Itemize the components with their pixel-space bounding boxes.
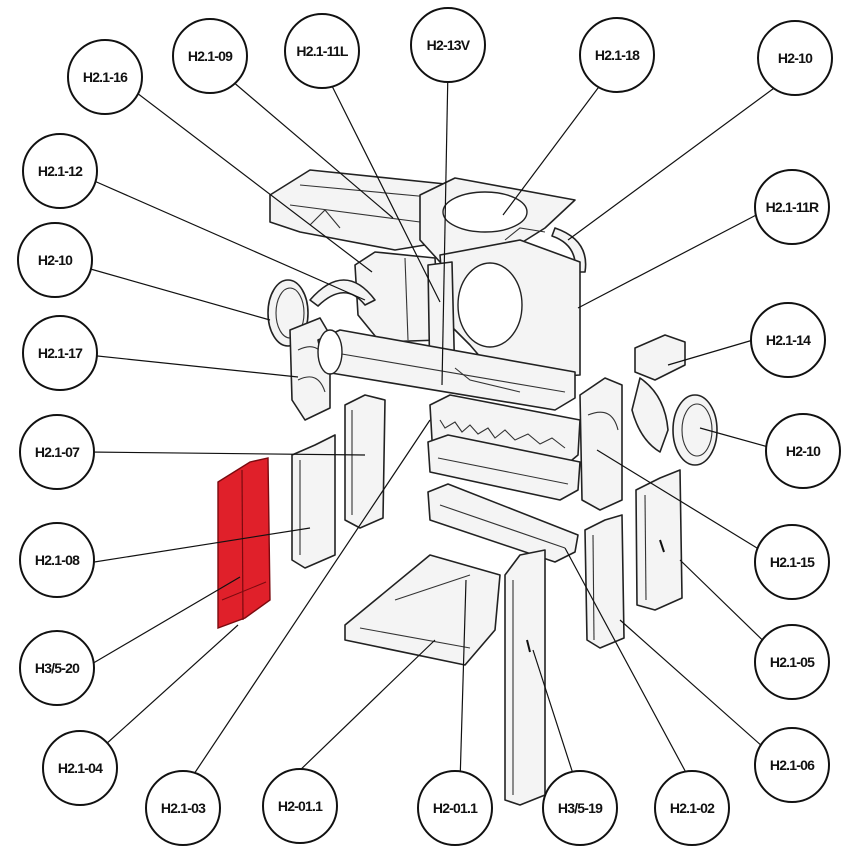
label-h2-10-right[interactable]: H2-10 xyxy=(765,413,841,489)
part-right-upright[interactable] xyxy=(579,377,623,511)
label-h21-04[interactable]: H2.1-04 xyxy=(42,730,118,806)
svg-text:H2-01.1: H2-01.1 xyxy=(433,800,478,816)
label-h21-11l[interactable]: H2.1-11L xyxy=(284,13,360,89)
label-h21-08[interactable]: H2.1-08 xyxy=(19,522,95,598)
svg-text:H2.1-16: H2.1-16 xyxy=(83,69,128,85)
label-h21-11r[interactable]: H2.1-11R xyxy=(754,169,830,245)
label-h21-12[interactable]: H2.1-12 xyxy=(22,133,98,209)
label-h21-05[interactable]: H2.1-05 xyxy=(754,624,830,700)
label-h2-01-1-right[interactable]: H2-01.1 xyxy=(417,770,493,846)
part-disc-right[interactable] xyxy=(672,394,718,466)
svg-text:H2.1-12: H2.1-12 xyxy=(38,163,83,179)
part-brick-h21-07[interactable] xyxy=(344,394,386,529)
part-front-bar-lower[interactable] xyxy=(427,483,579,563)
svg-text:H2.1-14: H2.1-14 xyxy=(766,332,811,348)
label-h2-10-top-right[interactable]: H2-10 xyxy=(757,20,833,96)
svg-text:H2-01.1: H2-01.1 xyxy=(278,798,323,814)
svg-text:H3/5-20: H3/5-20 xyxy=(35,660,80,676)
svg-text:H2.1-15: H2.1-15 xyxy=(770,554,815,570)
svg-text:H2.1-07: H2.1-07 xyxy=(35,444,80,460)
part-right-bracket[interactable] xyxy=(631,334,686,453)
part-floor-plate[interactable] xyxy=(344,554,501,666)
label-h21-14[interactable]: H2.1-14 xyxy=(750,302,826,378)
part-h3-5-20-highlighted[interactable] xyxy=(217,457,271,630)
svg-text:H2.1-05: H2.1-05 xyxy=(770,654,815,670)
parts-drawing xyxy=(217,169,718,806)
part-ring-left-upper[interactable] xyxy=(309,279,376,307)
label-h21-16[interactable]: H2.1-16 xyxy=(67,39,143,115)
label-h2-01-1-left[interactable]: H2-01.1 xyxy=(262,768,338,844)
svg-text:H2.1-04: H2.1-04 xyxy=(58,760,103,776)
part-cross-bar[interactable] xyxy=(317,329,576,411)
svg-text:H2.1-18: H2.1-18 xyxy=(595,47,640,63)
part-brick-h21-05[interactable] xyxy=(635,469,683,611)
svg-text:H2.1-02: H2.1-02 xyxy=(670,800,715,816)
part-right-wall[interactable] xyxy=(439,239,581,381)
svg-text:H3/5-19: H3/5-19 xyxy=(558,800,603,816)
svg-text:H2-10: H2-10 xyxy=(786,443,821,459)
svg-text:H2-10: H2-10 xyxy=(778,50,813,66)
svg-text:H2.1-06: H2.1-06 xyxy=(770,757,815,773)
svg-text:H2.1-08: H2.1-08 xyxy=(35,552,80,568)
part-front-bar-middle[interactable] xyxy=(427,434,581,501)
label-h3-5-20[interactable]: H3/5-20 xyxy=(19,630,95,706)
svg-text:H2.1-17: H2.1-17 xyxy=(38,345,83,361)
label-h21-15[interactable]: H2.1-15 xyxy=(754,524,830,600)
label-h21-03[interactable]: H2.1-03 xyxy=(145,770,221,846)
svg-text:H2-10: H2-10 xyxy=(38,252,73,268)
label-h2-10-left[interactable]: H2-10 xyxy=(17,222,93,298)
label-h21-18[interactable]: H2.1-18 xyxy=(579,17,655,93)
label-h3-5-19[interactable]: H3/5-19 xyxy=(542,770,618,846)
label-h21-17[interactable]: H2.1-17 xyxy=(22,315,98,391)
label-h21-02[interactable]: H2.1-02 xyxy=(654,770,730,846)
label-h21-09[interactable]: H2.1-09 xyxy=(172,18,248,94)
svg-text:H2.1-11L: H2.1-11L xyxy=(296,43,348,59)
label-h21-07[interactable]: H2.1-07 xyxy=(19,414,95,490)
part-brick-h21-06[interactable] xyxy=(584,514,625,649)
leader-lines xyxy=(86,67,786,784)
label-bubbles: H2.1-16 H2.1-09 H2.1-11L H2-13V H2.1-18 … xyxy=(17,7,841,846)
svg-text:H2.1-03: H2.1-03 xyxy=(161,800,206,816)
svg-text:H2.1-09: H2.1-09 xyxy=(188,48,233,64)
label-h2-13v[interactable]: H2-13V xyxy=(410,7,486,83)
svg-text:H2.1-11R: H2.1-11R xyxy=(766,199,819,215)
part-brick-h21-08[interactable] xyxy=(291,434,336,569)
part-brick-h3-5-19[interactable] xyxy=(504,549,546,806)
label-h21-06[interactable]: H2.1-06 xyxy=(754,727,830,803)
svg-text:H2-13V: H2-13V xyxy=(427,37,471,53)
